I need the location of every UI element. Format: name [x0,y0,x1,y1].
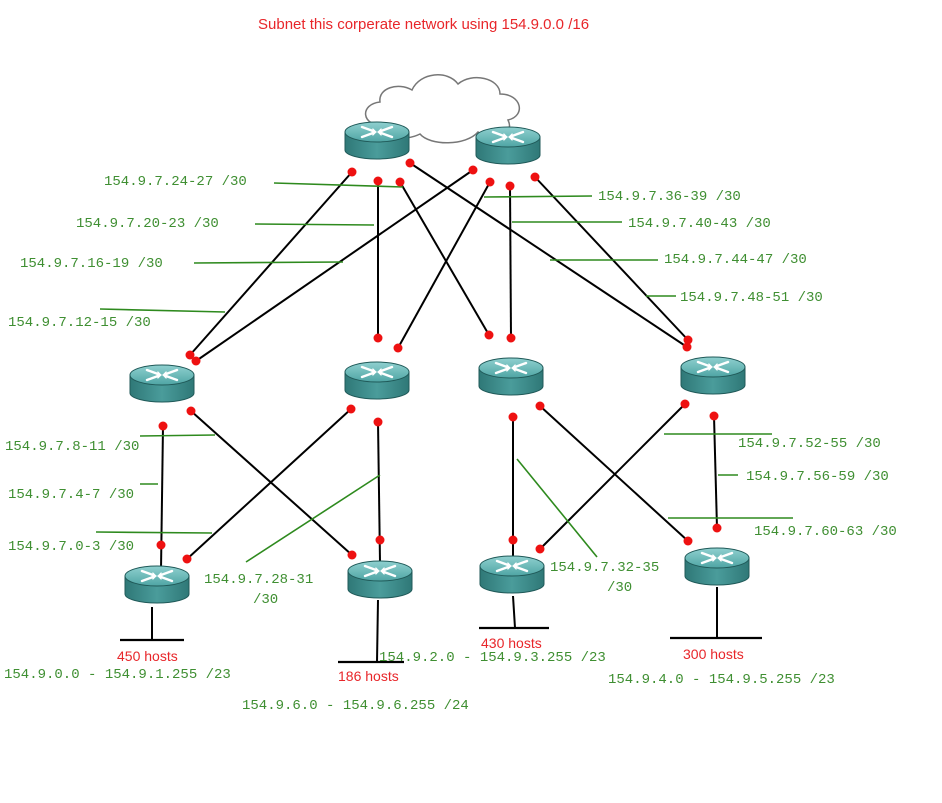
lan-hosts-2: 186 hosts [338,668,399,684]
subnet-labels: 154.9.7.24-27 /30 154.9.7.20-23 /30 154.… [5,174,897,608]
subnet-label-0: 154.9.7.0-3 /30 [8,539,134,555]
subnet-label-56: 154.9.7.56-59 /30 [746,469,889,485]
lan-range-2: 154.9.6.0 - 154.9.6.255 /24 [242,698,469,714]
lan-hosts-3: 430 hosts [481,635,542,651]
subnet-label-28: 154.9.7.28-31 [204,572,313,588]
subnet-label-8: 154.9.7.8-11 /30 [5,439,139,455]
router-dist-3 [477,356,545,397]
router-core-right [474,125,542,166]
cloud-icon [364,74,520,144]
lan-segments [120,626,762,664]
router-access-1 [123,564,191,605]
lan-labels: 450 hosts 154.9.0.0 - 154.9.1.255 /23 18… [4,635,835,714]
router-access-2 [346,559,414,600]
subnet-label-16: 154.9.7.16-19 /30 [20,256,163,272]
subnet-label-24: 154.9.7.24-27 /30 [104,174,247,190]
lan-range-4: 154.9.4.0 - 154.9.5.255 /23 [608,672,835,688]
router-access-3 [478,554,546,595]
subnet-label-36: 154.9.7.36-39 /30 [598,189,741,205]
interface-ports [156,158,722,564]
subnet-label-20: 154.9.7.20-23 /30 [76,216,219,232]
subnet-label-32-mask: /30 [607,580,632,596]
subnet-leaders [95,182,793,563]
subnet-label-60: 154.9.7.60-63 /30 [754,524,897,540]
subnet-label-4: 154.9.7.4-7 /30 [8,487,134,503]
subnet-label-32: 154.9.7.32-35 [550,560,659,576]
lan-hosts-1: 450 hosts [117,648,178,664]
subnet-label-12: 154.9.7.12-15 /30 [8,315,151,331]
router-core-left [343,120,411,161]
subnet-label-40: 154.9.7.40-43 /30 [628,216,771,232]
subnet-label-52: 154.9.7.52-55 /30 [738,436,881,452]
router-dist-2 [343,360,411,401]
subnet-label-44: 154.9.7.44-47 /30 [664,252,807,268]
lan-range-3: 154.9.2.0 - 154.9.3.255 /23 [379,650,606,666]
diagram-title: Subnet this corperate network using 154.… [258,16,589,33]
router-access-4 [683,546,751,587]
subnet-label-28-mask: /30 [253,592,278,608]
router-dist-4 [679,355,747,396]
router-dist-1 [128,363,196,404]
lan-range-1: 154.9.0.0 - 154.9.1.255 /23 [4,667,231,683]
link-lines [151,162,718,663]
lan-hosts-4: 300 hosts [683,646,744,662]
subnet-label-48: 154.9.7.48-51 /30 [680,290,823,306]
